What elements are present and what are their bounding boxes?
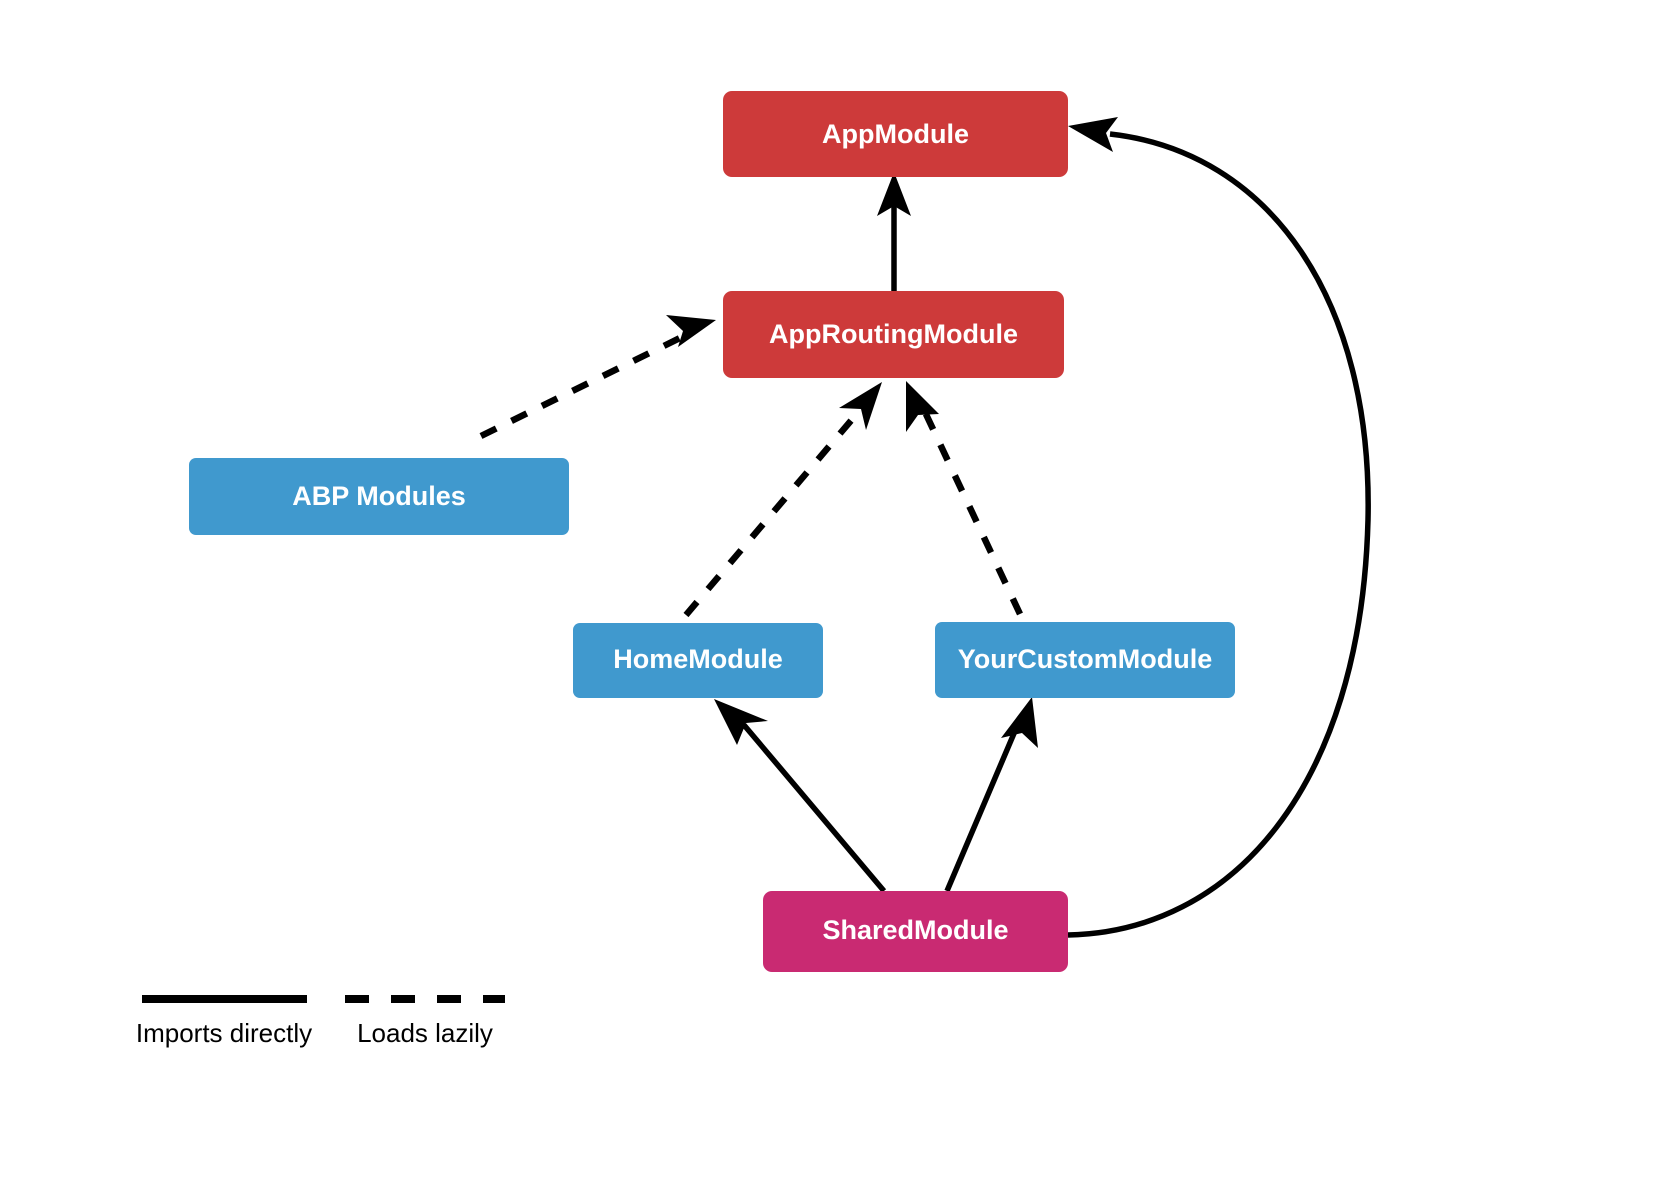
edge-app-routing-to-app-module — [877, 172, 911, 291]
arrow-head-icon — [666, 315, 716, 347]
node-app-routing-module[interactable]: AppRoutingModule — [723, 291, 1064, 378]
legend-label: Imports directly — [136, 1018, 312, 1048]
arrow-head-icon — [1001, 697, 1038, 748]
node-shared-module[interactable]: SharedModule — [763, 891, 1068, 972]
edge-line — [944, 722, 1021, 893]
legend-item-imports-directly: Imports directly — [136, 995, 312, 1048]
edge-home-module-to-app-routing — [683, 382, 882, 618]
edge-shared-module-to-home-module — [714, 699, 887, 893]
edge-your-custom-module-to-app-routing — [906, 381, 1023, 616]
node-box[interactable] — [763, 891, 1068, 972]
arrow-head-icon — [714, 699, 768, 745]
node-layer: AppModule AppRoutingModule ABP Modules H… — [189, 91, 1235, 972]
edge-line — [921, 408, 1023, 616]
legend: Imports directly Loads lazily — [136, 995, 505, 1048]
node-home-module[interactable]: HomeModule — [573, 623, 823, 698]
edge-line — [683, 407, 863, 618]
arrow-head-icon — [877, 172, 911, 216]
arrow-head-icon — [906, 381, 939, 432]
legend-label: Loads lazily — [357, 1018, 493, 1048]
node-box[interactable] — [723, 91, 1068, 177]
node-box[interactable] — [189, 458, 569, 535]
node-box[interactable] — [723, 291, 1064, 378]
edge-shared-module-to-app-module — [1067, 117, 1371, 938]
edge-line — [479, 334, 684, 439]
arrow-head-icon — [839, 382, 882, 430]
node-app-module[interactable]: AppModule — [723, 91, 1068, 177]
node-your-custom-module[interactable]: YourCustomModule — [935, 622, 1235, 698]
legend-item-loads-lazily: Loads lazily — [345, 995, 505, 1048]
node-box[interactable] — [573, 623, 823, 698]
arrow-head-icon — [1068, 117, 1118, 152]
edge-line — [741, 723, 887, 893]
node-box[interactable] — [935, 622, 1235, 698]
edge-layer — [479, 117, 1371, 938]
edge-abp-modules-to-app-routing — [479, 315, 716, 439]
edge-shared-module-to-your-custom-module — [944, 697, 1038, 893]
edge-line — [1067, 131, 1371, 938]
node-abp-modules[interactable]: ABP Modules — [189, 458, 569, 535]
